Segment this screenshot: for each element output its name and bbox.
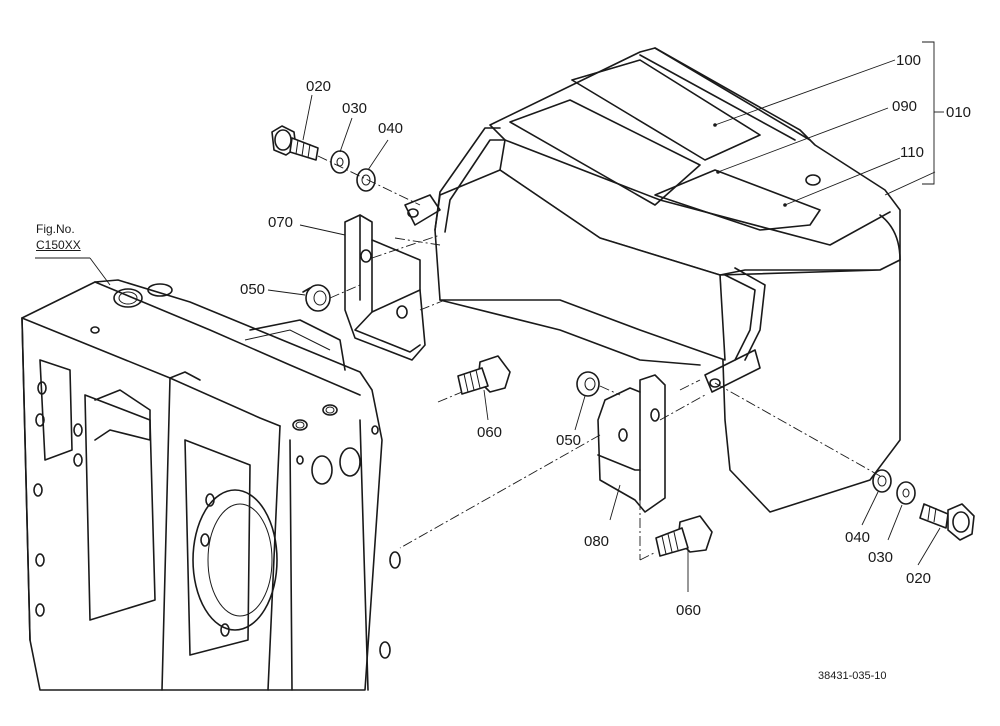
callout-030-bottom: 030 (868, 549, 894, 566)
callout-070: 070 (268, 214, 294, 231)
callout-080: 080 (584, 533, 610, 550)
washer-030-bottom (896, 481, 916, 505)
bolt-060-left (457, 355, 511, 395)
callout-leaders (35, 41, 944, 592)
washer-040-top (356, 168, 376, 192)
bracket-080 (597, 374, 666, 513)
cover-assembly (404, 47, 901, 513)
callout-030-top: 030 (342, 100, 368, 117)
callout-060-bottom: 060 (676, 602, 702, 619)
callout-020-bottom: 020 (906, 570, 932, 587)
drawing-number: 38431-035-10 (818, 670, 887, 682)
callout-020-top: 020 (306, 78, 332, 95)
nut-050-right (576, 371, 600, 397)
callout-110: 110 (900, 144, 924, 161)
callout-060-left: 060 (477, 424, 503, 441)
callout-090: 090 (892, 98, 918, 115)
callout-100: 100 (896, 52, 922, 69)
figure-ref-line1: Fig.No. (36, 222, 75, 236)
washer-040-bottom (872, 469, 892, 493)
nut-050-left (302, 284, 331, 312)
bolt-060-bottom (655, 515, 713, 557)
bracket-070 (344, 214, 426, 361)
leader-dots (713, 123, 787, 207)
bolt-020-bottom (919, 503, 975, 541)
transmission-case (21, 279, 401, 691)
callout-040-top: 040 (378, 120, 404, 137)
assembly-center-lines (317, 155, 881, 561)
bolt-020-top (271, 125, 319, 161)
figure-ref-line2: C150XX (36, 238, 81, 252)
callout-010: 010 (946, 104, 972, 121)
callout-050-left: 050 (240, 281, 266, 298)
callout-040-bottom: 040 (845, 529, 871, 546)
callout-050-right: 050 (556, 432, 582, 449)
